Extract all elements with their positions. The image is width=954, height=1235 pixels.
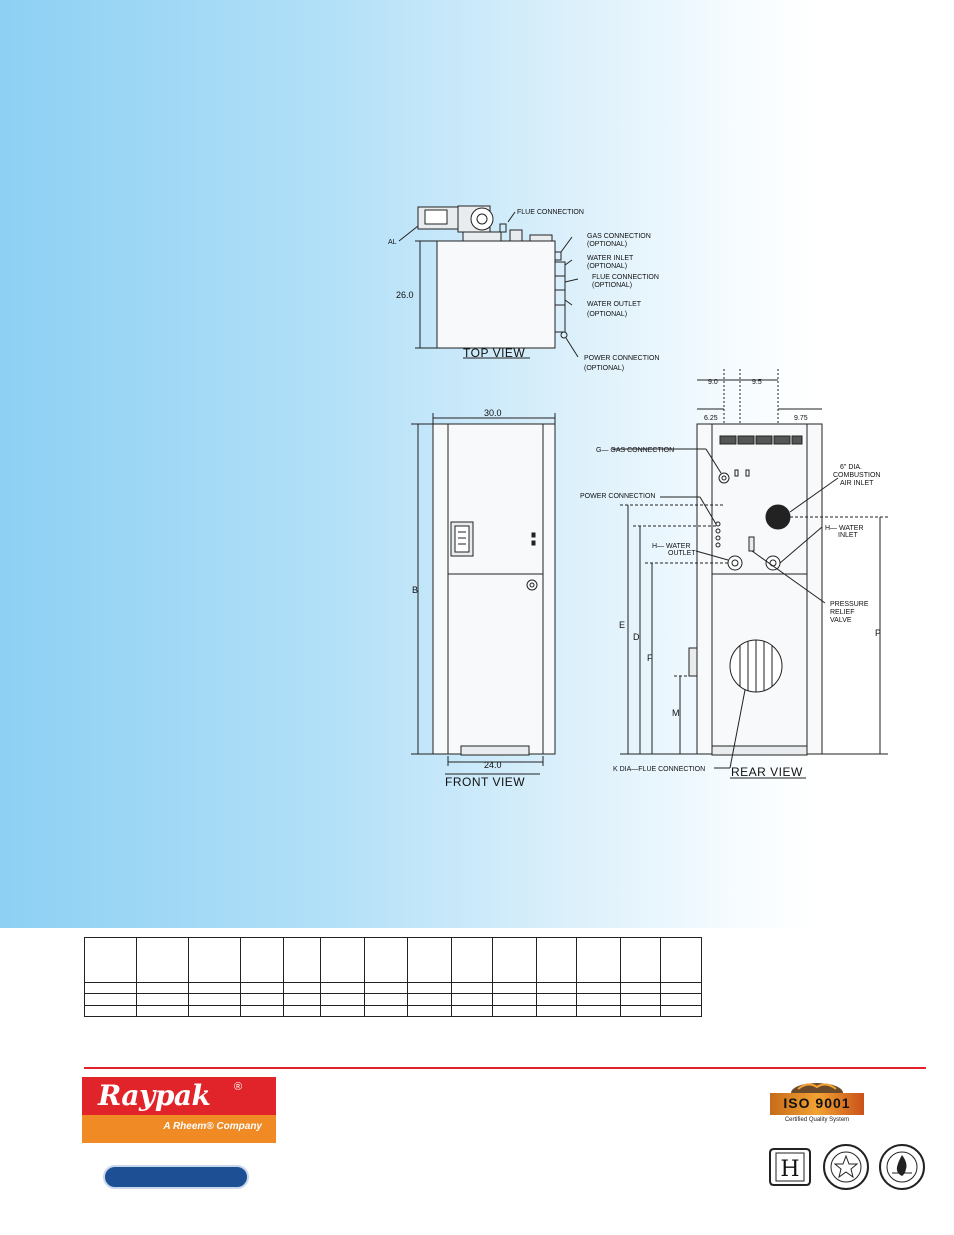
label-prv-2: RELIEF <box>830 609 855 616</box>
technical-drawing: FLUE CONNECTION AL GAS CONNECTION (OPTIO… <box>388 205 888 789</box>
label-front-view: FRONT VIEW <box>445 775 525 789</box>
label-al: AL <box>388 239 397 246</box>
label-water-inlet-2: INLET <box>838 532 859 539</box>
iso-subtitle: Certified Quality System <box>784 1117 850 1123</box>
label-dim-24: 24.0 <box>484 760 502 770</box>
design-certified-seal-icon <box>822 1143 870 1191</box>
label-prv-1: PRESSURE <box>830 601 869 608</box>
label-dim-e: E <box>619 620 625 630</box>
asme-h-stamp-icon: H <box>766 1143 814 1191</box>
label-dim-30: 30.0 <box>484 408 502 418</box>
table-row <box>83 993 702 1006</box>
label-rear-view: REAR VIEW <box>731 765 803 779</box>
label-gas-optional: (OPTIONAL) <box>587 241 627 248</box>
front-view-drawing <box>411 413 556 775</box>
label-combustion-1: 6" DIA. <box>840 464 862 471</box>
label-dim-6-25: 6.25 <box>704 415 718 422</box>
label-dim-b: B <box>412 585 418 595</box>
label-dim-9-5: 9.5 <box>752 379 762 386</box>
rear-view-drawing <box>612 369 888 779</box>
logo-red-band <box>82 1077 276 1115</box>
label-dim-9-0: 9.0 <box>708 379 718 386</box>
logo-orange-band <box>82 1115 276 1143</box>
label-dim-d: D <box>633 632 640 642</box>
label-dim-m: M <box>672 708 680 718</box>
table-row <box>83 982 702 995</box>
iso-9001-badge: ISO 9001 Certified Quality System <box>768 1077 866 1129</box>
label-dim-9-75: 9.75 <box>794 415 808 422</box>
label-power-optional: (OPTIONAL) <box>584 365 624 372</box>
label-k-flue: K DIA—FLUE CONNECTION <box>613 766 705 773</box>
label-g-gas-connection: G— GAS CONNECTION <box>596 447 674 454</box>
label-prv-3: VALVE <box>830 617 852 624</box>
label-combustion-2: COMBUSTION <box>833 472 880 479</box>
label-water-outlet: WATER OUTLET <box>587 301 642 308</box>
top-view-drawing <box>398 205 579 359</box>
label-water-outlet-2: OUTLET <box>668 550 696 557</box>
label-combustion-3: AIR INLET <box>840 480 874 487</box>
certified-flame-seal-icon <box>878 1143 926 1191</box>
label-gas-connection: GAS CONNECTION <box>587 233 651 240</box>
label-power-connection: POWER CONNECTION <box>584 355 659 362</box>
label-water-outlet-optional: (OPTIONAL) <box>587 311 627 318</box>
raypak-logo: Raypak ® A Rheem® Company <box>82 1077 276 1143</box>
label-power-connection-rear: POWER CONNECTION <box>580 493 655 500</box>
table-header-row <box>83 936 702 984</box>
label-top-view: TOP VIEW <box>463 346 525 360</box>
label-h-water-inlet: H— WATER <box>825 525 864 532</box>
logo-registered-mark: ® <box>234 1081 243 1093</box>
logo-tagline: A Rheem® Company <box>163 1121 262 1132</box>
red-divider <box>84 1067 926 1069</box>
label-h-water-outlet: H— WATER <box>652 543 691 550</box>
logo-wordmark: Raypak <box>98 1079 211 1112</box>
iso-band <box>770 1093 864 1115</box>
label-water-inlet-optional: (OPTIONAL) <box>587 263 627 270</box>
h-stamp-letter: H <box>780 1157 799 1182</box>
label-dim-f: F <box>647 653 653 663</box>
blue-pill-button[interactable] <box>103 1165 249 1189</box>
table-row <box>83 1004 702 1018</box>
label-flue-optional: (OPTIONAL) <box>592 282 632 289</box>
iso-title: ISO 9001 <box>783 1095 851 1111</box>
specifications-table <box>83 936 702 1018</box>
label-dim-26: 26.0 <box>396 290 414 300</box>
label-flue-connection-optional: FLUE CONNECTION <box>592 274 659 281</box>
label-flue-connection: FLUE CONNECTION <box>517 209 584 216</box>
label-water-inlet: WATER INLET <box>587 255 634 262</box>
label-dim-p: P <box>875 628 881 638</box>
